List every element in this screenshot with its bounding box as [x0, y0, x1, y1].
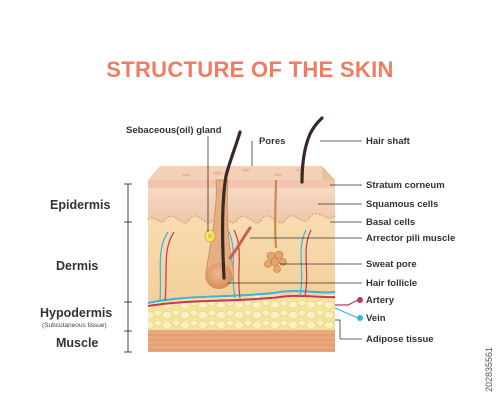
label-stratum-corneum: Stratum corneum	[366, 180, 445, 191]
label-vein: Vein	[366, 313, 386, 324]
label-hypodermis-sub: (Subcutaneous tissue)	[42, 322, 107, 329]
hair-shaft-left	[221, 130, 242, 280]
layer-bracket	[124, 183, 132, 353]
label-epidermis: Epidermis	[50, 198, 111, 212]
stratum-corneum	[148, 180, 335, 188]
label-dermis: Dermis	[56, 259, 99, 273]
sweat-duct	[274, 179, 278, 249]
arrector-pili-muscle	[228, 226, 252, 260]
label-pores: Pores	[259, 136, 286, 147]
label-sweat-pore: Sweat pore	[366, 259, 417, 270]
dermis-layer	[148, 214, 335, 304]
label-squamous-cells: Squamous cells	[366, 199, 439, 210]
page-title: STRUCTURE OF THE SKIN	[106, 57, 394, 82]
label-sebaceous-gland: Sebaceous(oil) gland	[126, 125, 222, 136]
label-basal-cells: Basal cells	[366, 217, 416, 228]
hair-bulb	[206, 263, 232, 289]
label-arrector-pili: Arrector pili muscle	[366, 233, 456, 244]
dermal-vessels	[159, 229, 312, 301]
leader-lines	[228, 140, 362, 340]
artery-dot	[357, 297, 363, 303]
label-hair-follicle: Hair follicle	[366, 278, 418, 289]
label-hair-shaft: Hair shaft	[366, 136, 410, 147]
skin-surface	[148, 166, 335, 180]
label-hypodermis: Hypodermis	[40, 306, 113, 320]
epidermis-layer	[148, 188, 335, 224]
muscle-layer	[148, 330, 335, 352]
vein-dot	[357, 315, 363, 321]
label-artery: Artery	[366, 295, 394, 306]
hypodermis-layer	[148, 294, 335, 330]
label-muscle: Muscle	[56, 336, 99, 350]
stock-id-watermark: 202835561	[484, 346, 494, 392]
hair-shaft-right	[300, 116, 324, 184]
sweat-gland	[264, 250, 287, 273]
label-adipose-tissue: Adipose tissue	[366, 334, 434, 345]
